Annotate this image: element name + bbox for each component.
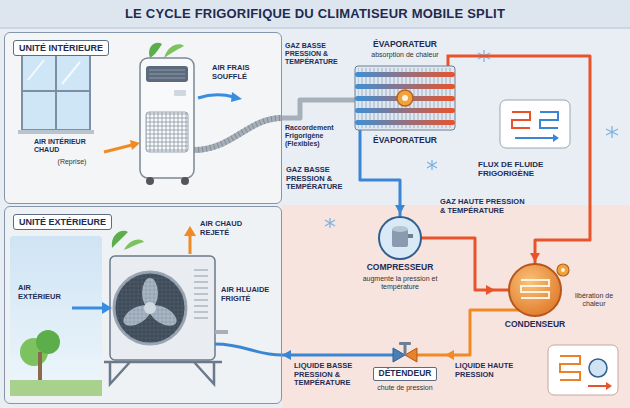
refrigerant-pipe: [470, 56, 590, 262]
arrow-head: [395, 205, 405, 214]
airflow-note: (Reprise): [44, 158, 100, 166]
refrigerant-pipe: [282, 100, 340, 118]
evaporator-box: ÉVAPORATEURabsorption de chaleurÉVAPORAT…: [340, 40, 470, 150]
pipe-line: [445, 310, 495, 355]
cycle-icon: [500, 100, 570, 148]
unit-panel: UNITÉ INTÉRIEURE: [4, 32, 282, 204]
pipe-line: [450, 238, 495, 290]
component-name: CONDENSEUR: [495, 320, 575, 330]
refrigerant-pipe: [445, 310, 495, 360]
component-note: chute de pression: [365, 384, 445, 392]
refrigerant-pipe: [450, 238, 495, 295]
component-name: COMPRESSEUR: [350, 263, 450, 273]
arrow-head: [486, 285, 495, 295]
unit-panel: UNITÉ EXTÉRIEURE: [4, 206, 282, 404]
component-name: ÉVAPORATEUR: [340, 40, 470, 50]
component-note: augmente la pression et température: [355, 275, 445, 291]
panel-heading: UNITÉ INTÉRIEURE: [13, 40, 109, 56]
airflow-label: AIR INTÉRIEUR CHAUD: [34, 138, 104, 154]
cycle-icon: [548, 345, 618, 395]
airflow-label: AIR EXTÉRIEUR: [18, 284, 72, 301]
pipe-line: [282, 354, 365, 357]
component-note: absorption de chaleur: [340, 51, 470, 59]
refrigerant-pipe: [282, 350, 365, 360]
pipe-line: [470, 56, 590, 262]
component-name: DÉTENDEUR: [373, 367, 437, 381]
pipe-line: [360, 150, 400, 214]
state-label: GAZ BASSE PRESSION & TEMPÉRATURE: [285, 42, 339, 66]
condenser-circle: libération de chaleurCONDENSEUR: [495, 262, 625, 338]
arrow-head: [445, 350, 454, 360]
compressor-circle: COMPRESSEUR augmente la pression et tempé…: [350, 214, 450, 304]
refrigerant-pipe: [360, 150, 405, 214]
component-name: ÉVAPORATEUR: [340, 136, 470, 146]
airflow-label: AIR HLUAIDE FRIGITÉ: [221, 286, 279, 303]
pipe-label: Raccordement Frigorigène (Flexibles): [285, 124, 339, 148]
arrow-head: [530, 253, 540, 262]
flow-label: FLUX DE FLUIDE FRIGORIGÈNE: [478, 160, 578, 178]
airflow-label: AIR FRAIS SOUFFLÉ: [212, 64, 266, 81]
component-symbol: [350, 214, 450, 304]
arrow-head: [282, 350, 291, 360]
pipe-label: GAZ BASSE PRESSION & TEMPÉRATURE: [286, 166, 354, 192]
expansion-valve: DÉTENDEUR chute de pression: [365, 340, 445, 404]
airflow-label: AIR CHAUD REJETÉ: [200, 220, 262, 237]
panel-heading: UNITÉ EXTÉRIEURE: [13, 214, 112, 230]
pipe-label: LIQUIDE BASSE PRESSION & TEMPÉRATURE: [294, 362, 360, 388]
component-note: libération de chaleur: [565, 292, 623, 308]
pipe-line: [282, 100, 340, 118]
diagram-title: LE CYCLE FRIGORIFIQUE DU CLIMATISEUR MOB…: [0, 0, 630, 28]
pipe-label: GAZ HAUTE PRESSION & TEMPÉRATURE: [440, 198, 526, 215]
pipe-label: LIQUIDE HAUTE PRESSION: [455, 362, 527, 379]
